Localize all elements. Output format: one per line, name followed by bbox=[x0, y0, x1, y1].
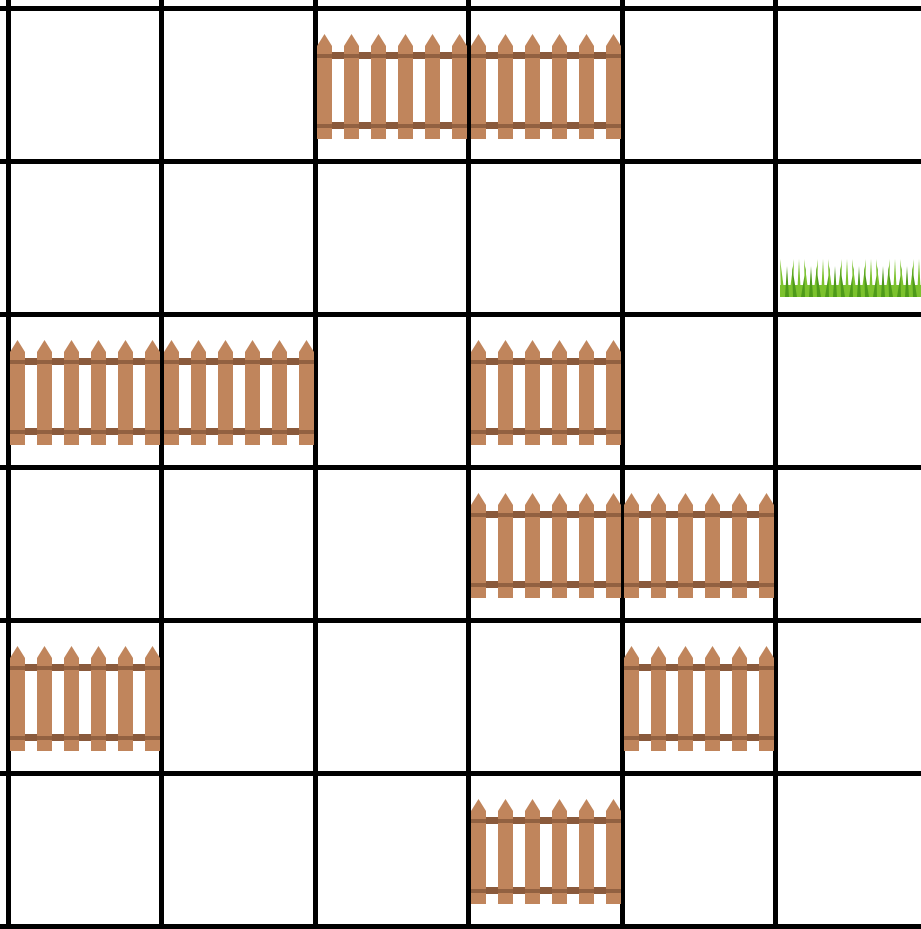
fence-icon bbox=[164, 340, 314, 445]
fence-icon bbox=[10, 646, 160, 751]
grid-line-horizontal bbox=[0, 771, 921, 776]
fence-icon bbox=[471, 799, 621, 904]
fence-icon bbox=[471, 493, 621, 598]
fence-icon bbox=[317, 34, 467, 139]
grid-line-horizontal bbox=[0, 465, 921, 470]
fence-icon bbox=[10, 340, 160, 445]
fence-icon bbox=[624, 646, 774, 751]
grid-line-vertical bbox=[159, 0, 164, 928]
grid-line-horizontal bbox=[0, 924, 921, 929]
grid-line-vertical bbox=[6, 0, 11, 928]
fence-icon bbox=[471, 34, 621, 139]
grid-line-vertical bbox=[620, 0, 625, 928]
fence-icon bbox=[471, 340, 621, 445]
grid-line-vertical bbox=[466, 0, 471, 928]
grid-line-horizontal bbox=[0, 6, 921, 11]
grass-icon bbox=[780, 255, 921, 297]
grid-line-horizontal bbox=[0, 312, 921, 317]
fence-icon bbox=[624, 493, 774, 598]
grid-line-vertical bbox=[773, 0, 778, 928]
grid-line-horizontal bbox=[0, 618, 921, 623]
grid-line-vertical bbox=[313, 0, 318, 928]
grid-line-horizontal bbox=[0, 159, 921, 164]
